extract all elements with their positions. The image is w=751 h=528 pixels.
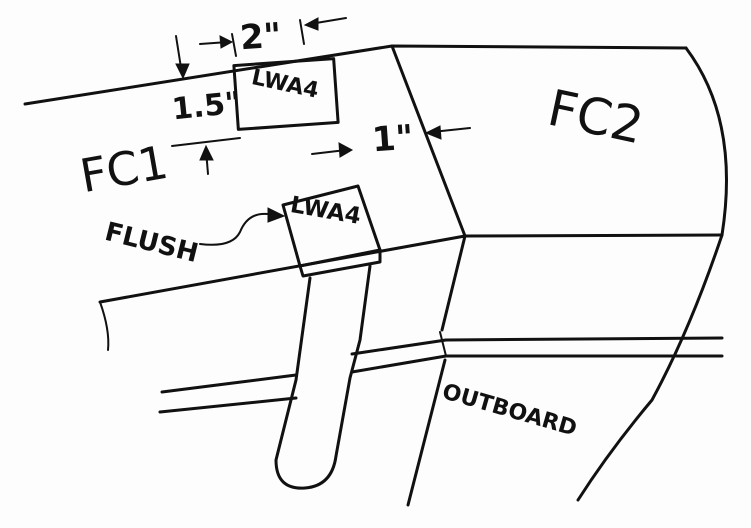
dim-height-bottom-tick bbox=[171, 137, 241, 147]
left-side-curve bbox=[99, 301, 110, 351]
dim-width-left-arrowhead bbox=[219, 35, 234, 49]
dim-width-right-arrowhead bbox=[303, 17, 319, 31]
strip-upper-line-right bbox=[444, 336, 724, 342]
lower-part-foot bbox=[298, 248, 382, 278]
panel-joint-line bbox=[390, 44, 467, 238]
height-dimension-label: 1.5" bbox=[170, 85, 243, 128]
mid-edge-line-left bbox=[98, 234, 467, 304]
strip-cap-left bbox=[439, 331, 447, 357]
mid-edge-line-right bbox=[463, 233, 724, 238]
dim-offset-left-arrowhead bbox=[338, 142, 354, 158]
flush-leader-arrowhead bbox=[267, 207, 286, 223]
dim-width-right-tick bbox=[299, 19, 305, 45]
dim-height-top-arrowhead bbox=[175, 63, 190, 80]
dim-height-bottom-arrowhead bbox=[199, 144, 214, 161]
upper-part-outline bbox=[232, 57, 340, 131]
flush-leader-line bbox=[199, 212, 269, 246]
strip-upper-line-left bbox=[160, 373, 298, 394]
width-dimension-label: 2" bbox=[238, 15, 283, 59]
strip-upper-line-mid bbox=[350, 338, 448, 356]
right-curve-edge bbox=[684, 46, 728, 237]
offset-dimension-label: 1" bbox=[370, 117, 415, 161]
dim-width-left-tick bbox=[231, 33, 237, 57]
right-lower-curve bbox=[576, 233, 724, 502]
lower-seam-line bbox=[406, 234, 467, 507]
stem-outline bbox=[274, 264, 372, 490]
strip-lower-line-left bbox=[158, 396, 298, 414]
strip-lower-line-mid bbox=[350, 354, 448, 374]
left-panel-label: FC1 bbox=[75, 134, 172, 204]
dim-offset-right-arrowhead bbox=[424, 125, 442, 140]
